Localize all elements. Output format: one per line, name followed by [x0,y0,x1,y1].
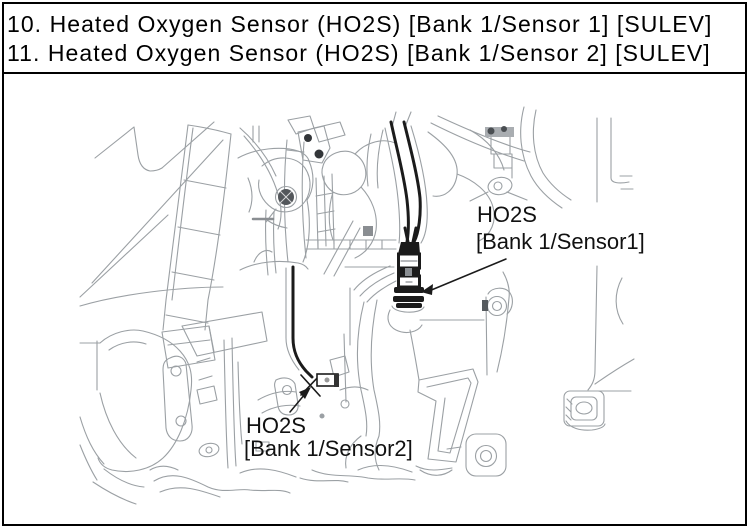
svg-text:HO2S: HO2S [477,202,537,227]
svg-text:[Bank 1/Sensor2]: [Bank 1/Sensor2] [244,436,413,461]
svg-text:[Bank 1/Sensor1]: [Bank 1/Sensor1] [476,229,645,254]
svg-text:HO2S: HO2S [246,413,306,438]
